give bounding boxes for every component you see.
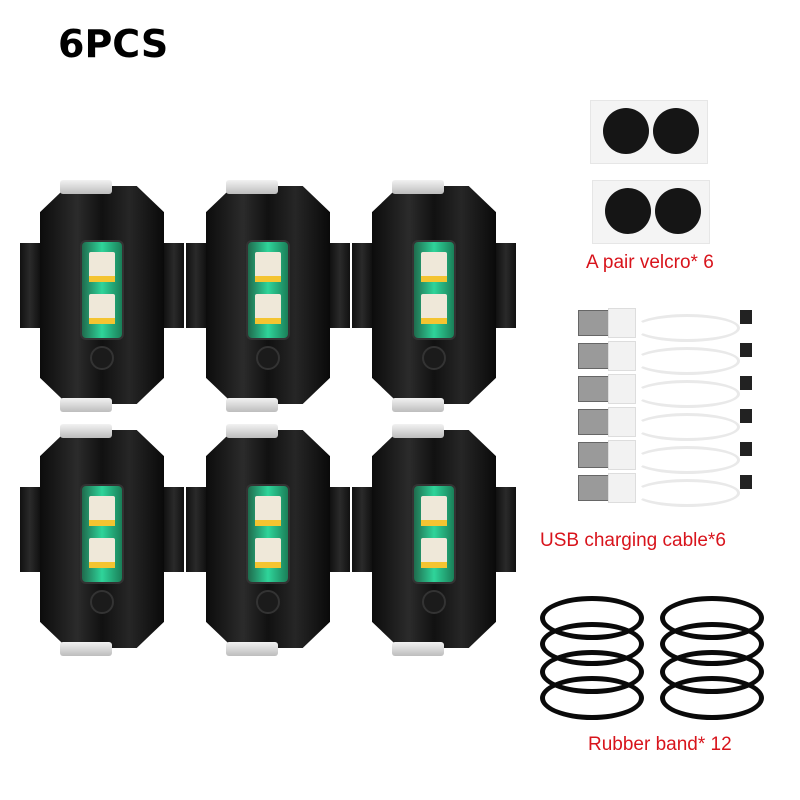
top-lens bbox=[392, 180, 444, 194]
usb-a-connector bbox=[578, 475, 610, 501]
strap bbox=[20, 487, 40, 572]
usb-housing bbox=[608, 374, 636, 404]
strobe-light-5 bbox=[178, 422, 358, 658]
top-lens bbox=[60, 424, 112, 438]
velcro-dot bbox=[603, 108, 649, 154]
velcro-dot bbox=[653, 108, 699, 154]
led-window bbox=[412, 240, 456, 340]
power-button bbox=[256, 346, 280, 370]
bottom-lens bbox=[226, 642, 278, 656]
strap bbox=[330, 487, 350, 572]
cable-wire bbox=[634, 314, 740, 342]
rubber-band bbox=[540, 676, 644, 720]
usb-cable bbox=[578, 308, 754, 342]
cable-wire bbox=[634, 347, 740, 375]
led-window bbox=[246, 240, 290, 340]
bottom-lens bbox=[226, 398, 278, 412]
power-button bbox=[90, 346, 114, 370]
micro-usb-connector bbox=[740, 475, 752, 489]
strap bbox=[352, 487, 372, 572]
rubber-band-stack bbox=[540, 596, 650, 726]
power-button bbox=[90, 590, 114, 614]
micro-usb-connector bbox=[740, 442, 752, 456]
led-window bbox=[80, 240, 124, 340]
power-button bbox=[422, 590, 446, 614]
led bbox=[421, 496, 447, 526]
strap bbox=[164, 487, 184, 572]
bottom-lens bbox=[392, 642, 444, 656]
strap bbox=[352, 243, 372, 328]
usb-housing bbox=[608, 407, 636, 437]
strap bbox=[186, 487, 206, 572]
usb-housing bbox=[608, 440, 636, 470]
usb-housing bbox=[608, 308, 636, 338]
led bbox=[421, 252, 447, 282]
velcro-label: A pair velcro* 6 bbox=[586, 252, 714, 273]
strobe-light-2 bbox=[178, 178, 358, 414]
cable-wire bbox=[634, 446, 740, 474]
led-window bbox=[246, 484, 290, 584]
top-lens bbox=[226, 424, 278, 438]
strobe-light-6 bbox=[344, 422, 524, 658]
usb-a-connector bbox=[578, 310, 610, 336]
led bbox=[89, 252, 115, 282]
cable-wire bbox=[634, 380, 740, 408]
usb-cable-label: USB charging cable*6 bbox=[540, 530, 726, 551]
strap bbox=[496, 487, 516, 572]
strobe-light-4 bbox=[12, 422, 192, 658]
cable-wire bbox=[634, 413, 740, 441]
strobe-light-1 bbox=[12, 178, 192, 414]
top-lens bbox=[226, 180, 278, 194]
usb-housing bbox=[608, 341, 636, 371]
usb-a-connector bbox=[578, 376, 610, 402]
rubber-band-stack bbox=[660, 596, 770, 726]
led bbox=[255, 252, 281, 282]
led bbox=[89, 538, 115, 568]
bottom-lens bbox=[60, 642, 112, 656]
velcro-dot bbox=[605, 188, 651, 234]
micro-usb-connector bbox=[740, 310, 752, 324]
led bbox=[255, 294, 281, 324]
strap bbox=[186, 243, 206, 328]
micro-usb-connector bbox=[740, 376, 752, 390]
rubber-band bbox=[660, 676, 764, 720]
led bbox=[421, 538, 447, 568]
usb-a-connector bbox=[578, 343, 610, 369]
usb-a-connector bbox=[578, 409, 610, 435]
cable-wire bbox=[634, 479, 740, 507]
micro-usb-connector bbox=[740, 343, 752, 357]
led bbox=[89, 294, 115, 324]
led-window bbox=[412, 484, 456, 584]
strap bbox=[330, 243, 350, 328]
usb-cable bbox=[578, 341, 754, 375]
power-button bbox=[422, 346, 446, 370]
top-lens bbox=[60, 180, 112, 194]
usb-cable bbox=[578, 473, 754, 507]
led bbox=[255, 538, 281, 568]
usb-a-connector bbox=[578, 442, 610, 468]
usb-cable bbox=[578, 407, 754, 441]
led bbox=[255, 496, 281, 526]
velcro-pair bbox=[592, 180, 710, 244]
strap bbox=[164, 243, 184, 328]
top-lens bbox=[392, 424, 444, 438]
rubber-band-label: Rubber band* 12 bbox=[588, 734, 732, 755]
usb-cable bbox=[578, 440, 754, 474]
micro-usb-connector bbox=[740, 409, 752, 423]
quantity-title: 6PCS bbox=[58, 22, 169, 66]
strap bbox=[496, 243, 516, 328]
strap bbox=[20, 243, 40, 328]
led-window bbox=[80, 484, 124, 584]
power-button bbox=[256, 590, 280, 614]
bottom-lens bbox=[60, 398, 112, 412]
led bbox=[89, 496, 115, 526]
velcro-dot bbox=[655, 188, 701, 234]
usb-cables bbox=[578, 308, 754, 518]
strobe-light-3 bbox=[344, 178, 524, 414]
usb-cable bbox=[578, 374, 754, 408]
usb-housing bbox=[608, 473, 636, 503]
velcro-pair bbox=[590, 100, 708, 164]
led bbox=[421, 294, 447, 324]
bottom-lens bbox=[392, 398, 444, 412]
